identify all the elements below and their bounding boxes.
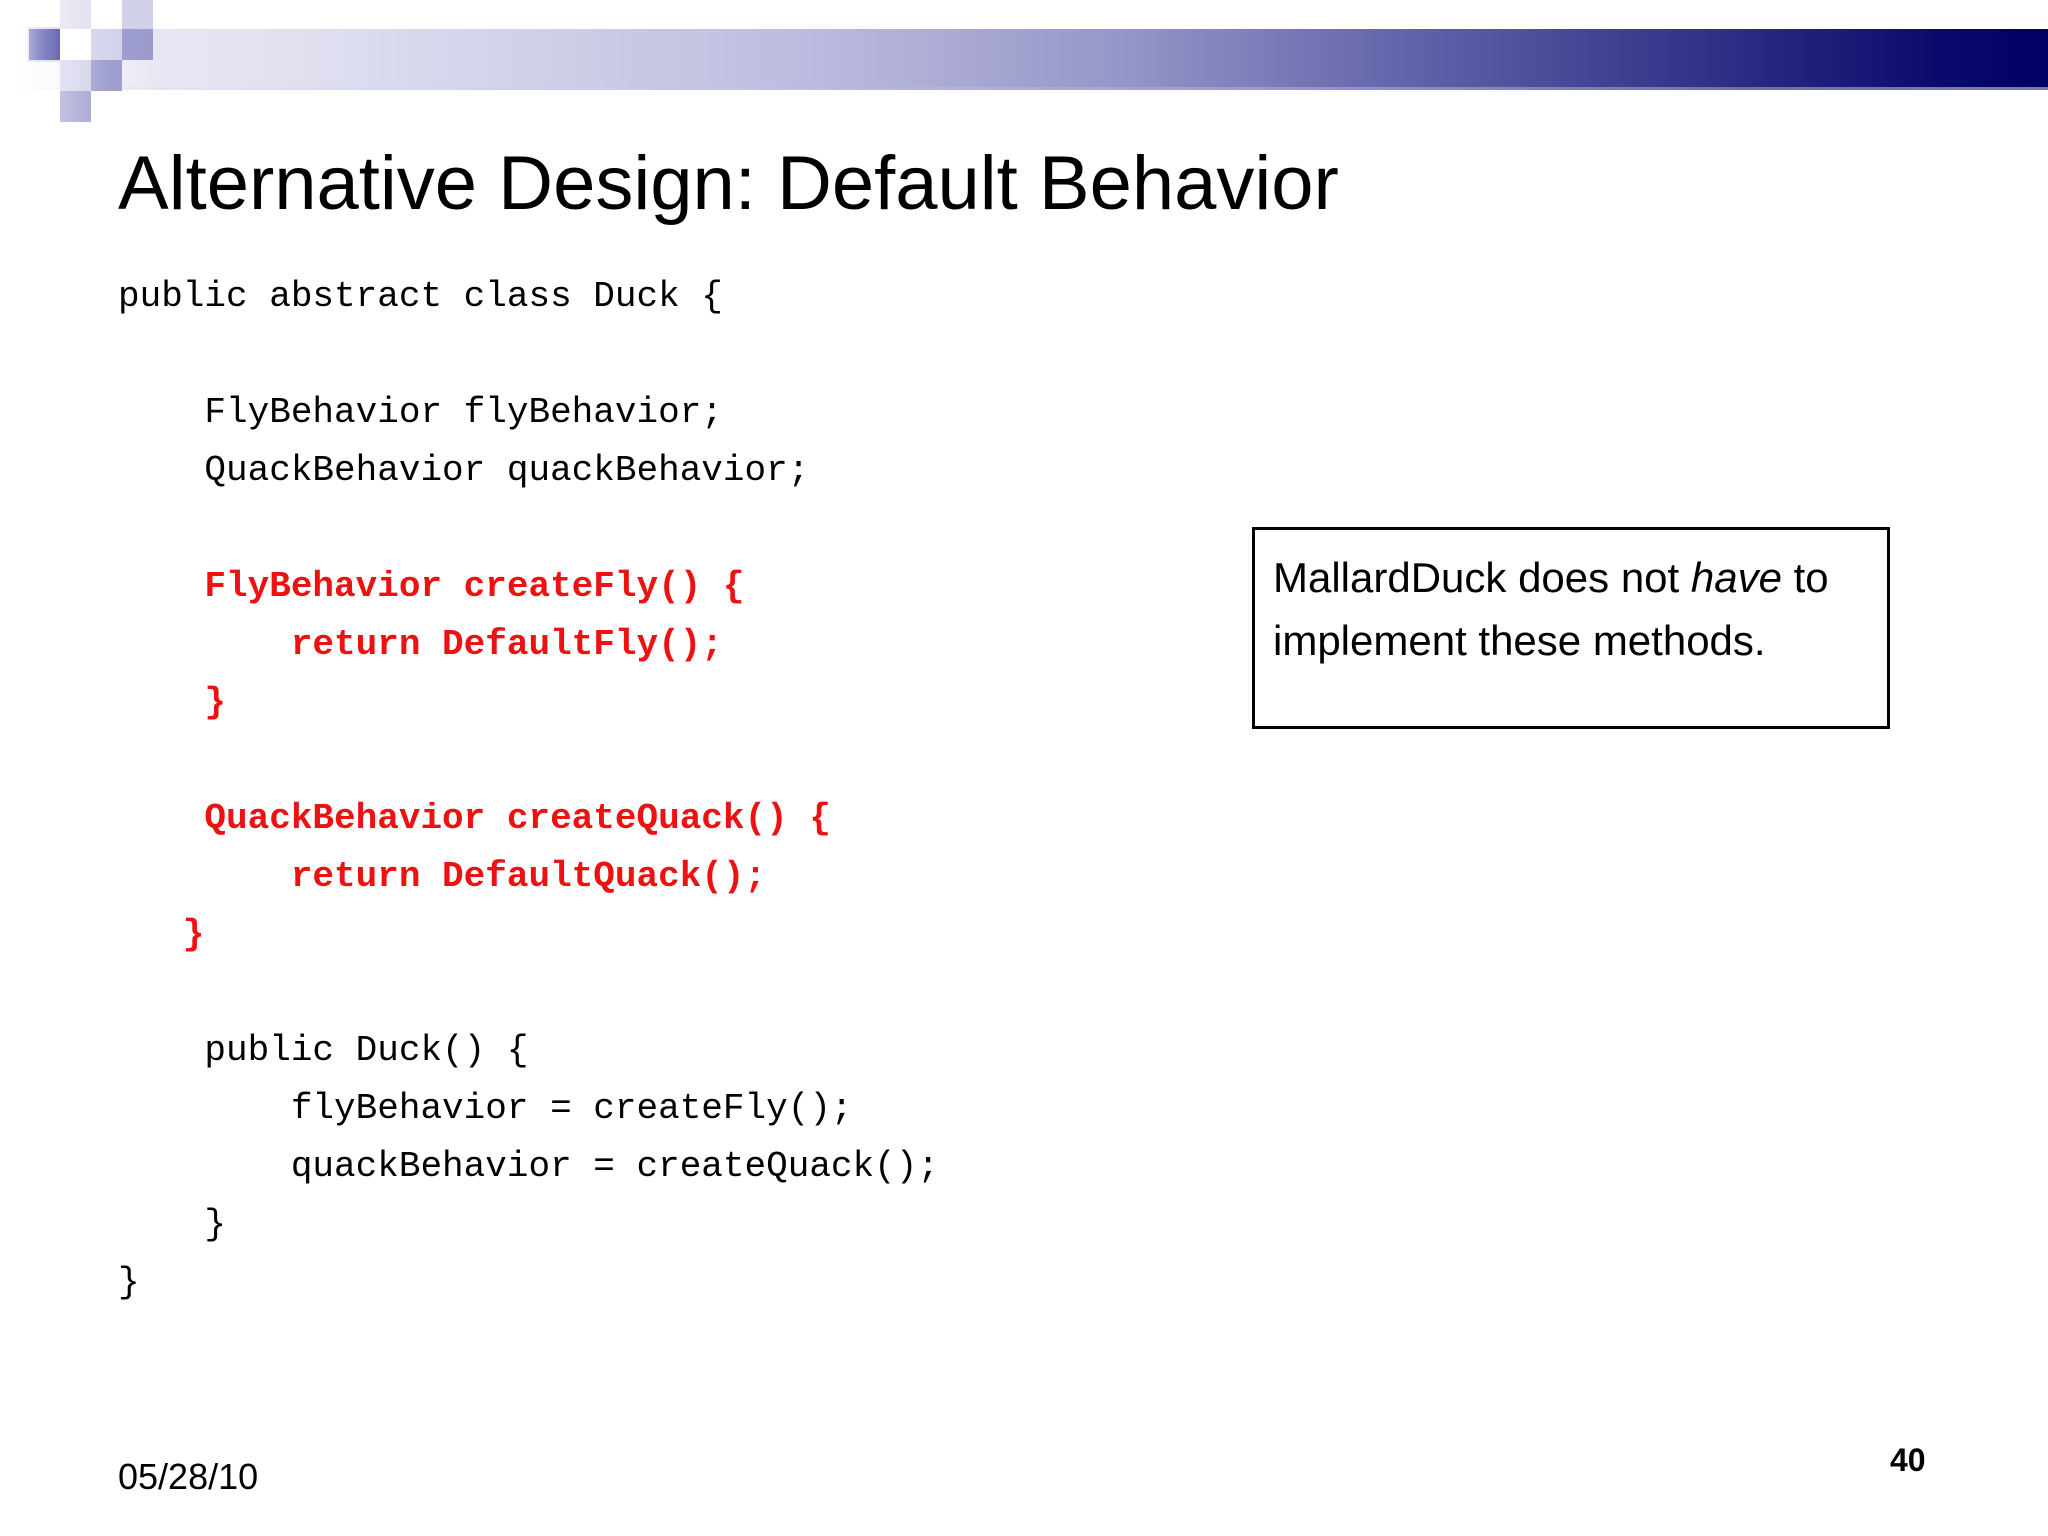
square-lav-light-b	[91, 29, 122, 60]
callout-text-part2: to implement these methods.	[1273, 554, 1829, 664]
square-lav-light-a	[122, 0, 153, 29]
square-lav-mid-c	[60, 91, 91, 122]
code-line: }	[118, 914, 205, 955]
code-line: public abstract class Duck {	[118, 276, 723, 317]
code-blank-line	[118, 964, 939, 1022]
footer-date: 05/28/10	[118, 1456, 259, 1497]
code-blank-line	[118, 500, 939, 558]
code-line: quackBehavior = createQuack();	[118, 1146, 939, 1187]
code-line: public Duck() {	[118, 1030, 529, 1071]
callout-text: MallardDuck does not have to implement t…	[1273, 546, 1869, 672]
code-line: }	[118, 1204, 227, 1245]
square-white-a	[60, 29, 91, 60]
code-line: return DefaultQuack();	[118, 856, 767, 897]
square-lav-mid-a	[122, 29, 153, 60]
code-line: QuackBehavior quackBehavior;	[118, 450, 810, 491]
footer-page-number: 40	[1890, 1442, 1926, 1478]
square-lav-pale-a	[60, 0, 91, 29]
square-lav-mid-b	[91, 60, 122, 91]
code-line: flyBehavior = createFly();	[118, 1088, 853, 1129]
callout-text-part1: MallardDuck does not	[1273, 554, 1691, 601]
code-line: }	[118, 682, 227, 723]
square-lav-light-c	[60, 60, 91, 91]
callout-box: MallardDuck does not have to implement t…	[1252, 527, 1890, 729]
code-block: public abstract class Duck { FlyBehavior…	[118, 268, 939, 1312]
header-band-underline	[0, 87, 2048, 90]
slide-title: Alternative Design: Default Behavior	[118, 141, 1339, 226]
code-blank-line	[118, 326, 939, 384]
code-line: }	[118, 1262, 140, 1303]
square-navy	[29, 29, 60, 60]
code-line: FlyBehavior flyBehavior;	[118, 392, 723, 433]
code-blank-line	[118, 732, 939, 790]
code-line: return DefaultFly();	[118, 624, 723, 665]
callout-text-emphasis: have	[1690, 554, 1782, 601]
code-line: QuackBehavior createQuack() {	[118, 798, 831, 839]
header-gradient-band	[0, 29, 2048, 89]
code-line: FlyBehavior createFly() {	[118, 566, 745, 607]
